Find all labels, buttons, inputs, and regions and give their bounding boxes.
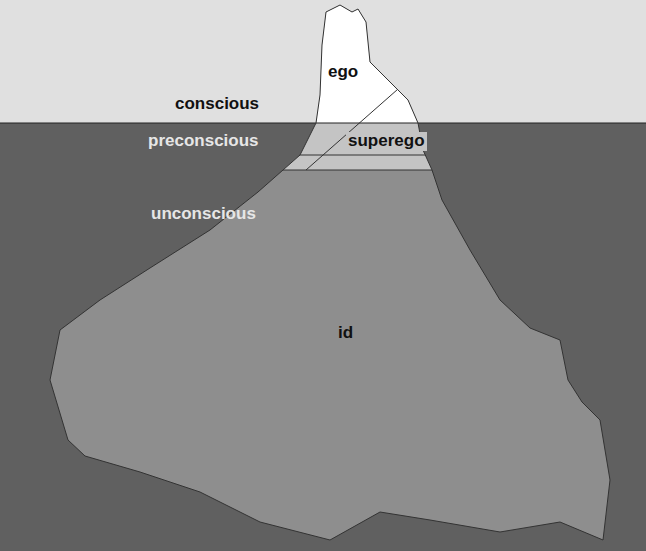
sky: [0, 0, 646, 123]
zone-line: [270, 155, 440, 156]
level-label: preconscious: [148, 132, 259, 151]
level-label: conscious: [175, 95, 259, 114]
zone-line: [270, 170, 440, 171]
structure-label: id: [338, 324, 353, 343]
conscious-zone: [0, 0, 646, 123]
waterline: [0, 123, 646, 124]
ego-superego-line: [306, 82, 406, 170]
preconscious-zone: [0, 123, 646, 170]
level-label: unconscious: [151, 205, 256, 224]
structure-label: ego: [326, 63, 360, 82]
structure-label: superego: [346, 132, 427, 151]
iceberg-outline: [50, 5, 610, 540]
